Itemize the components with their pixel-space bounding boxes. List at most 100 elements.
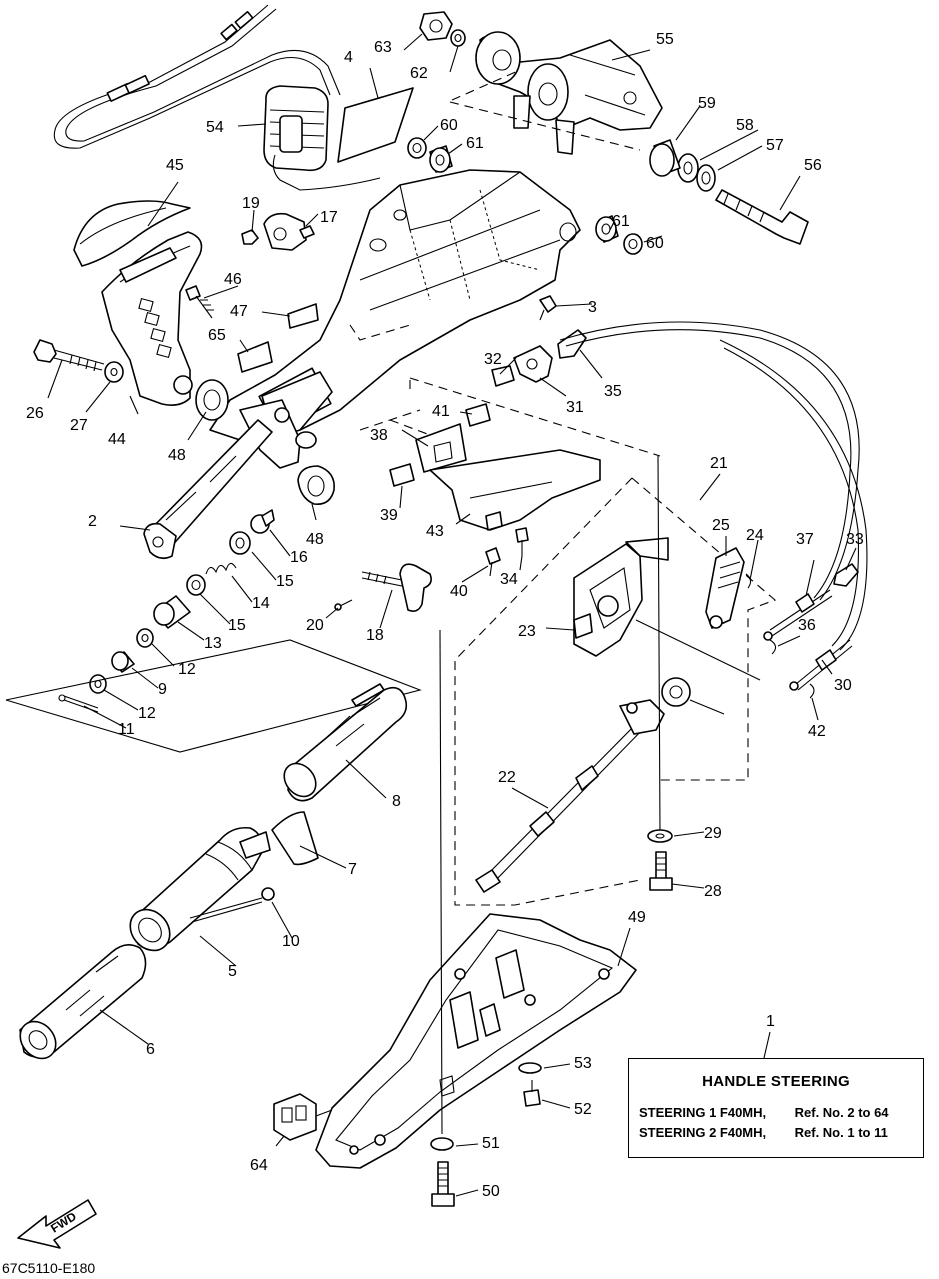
throttle-grip-housing-44 xyxy=(101,231,203,406)
callout-60a: 60 xyxy=(440,117,458,134)
grip-sleeve-8 xyxy=(283,683,408,802)
shift-cable-loop xyxy=(559,321,868,651)
legend-row-ref: Ref. No. 2 to 64 xyxy=(794,1105,889,1120)
callout-44: 44 xyxy=(108,431,126,448)
callout-49: 49 xyxy=(628,909,646,926)
callout-45: 45 xyxy=(166,157,184,174)
callout-20: 20 xyxy=(306,617,324,634)
clamp-31 xyxy=(513,345,553,383)
collar-13 xyxy=(153,595,191,629)
washer-29 xyxy=(647,829,673,843)
legend-row-label: STEERING 1 F40MH, xyxy=(639,1105,767,1120)
legend-box: HANDLE STEERING STEERING 1 F40MH, Ref. N… xyxy=(628,1058,924,1158)
callout-28: 28 xyxy=(704,883,722,900)
callout-30: 30 xyxy=(834,677,852,694)
callout-26: 26 xyxy=(26,405,44,422)
washer-60-upper xyxy=(407,137,427,159)
pin-42 xyxy=(809,683,815,699)
callout-3: 3 xyxy=(588,299,597,316)
gear-shift-link xyxy=(661,677,725,715)
throttle-grip-5 xyxy=(129,826,271,952)
callout-9: 9 xyxy=(158,681,167,698)
bolt-40 xyxy=(485,547,501,577)
bolt-50 xyxy=(431,1161,455,1207)
grommet-54 xyxy=(263,85,381,191)
callout-12a: 12 xyxy=(178,661,196,678)
washer-27 xyxy=(104,361,124,383)
cotter-pin-11 xyxy=(58,694,99,713)
callout-16: 16 xyxy=(290,549,308,566)
washer-53 xyxy=(518,1062,542,1074)
callout-27: 27 xyxy=(70,417,88,434)
callout-64: 64 xyxy=(250,1157,268,1174)
shift-lever-23 xyxy=(573,537,761,681)
callout-13: 13 xyxy=(204,635,222,652)
shift-bracket-outline xyxy=(389,377,661,457)
throttle-cable-pair xyxy=(53,4,341,149)
clip-16 xyxy=(250,509,275,534)
callout-55: 55 xyxy=(656,31,674,48)
callout-43: 43 xyxy=(426,523,444,540)
washer-57 xyxy=(696,164,716,192)
lower-case-49 xyxy=(315,913,637,1169)
clip-36 xyxy=(769,639,777,655)
callout-36: 36 xyxy=(798,617,816,634)
callout-1: 1 xyxy=(766,1013,775,1030)
callout-32: 32 xyxy=(484,351,502,368)
shift-lever-25 xyxy=(705,547,745,629)
label-47 xyxy=(287,303,319,329)
callout-52: 52 xyxy=(574,1101,592,1118)
legend-row-steering-2: STEERING 2 F40MH, Ref. No. 1 to 11 xyxy=(639,1125,888,1140)
legend-row-ref: Ref. No. 1 to 11 xyxy=(794,1125,888,1140)
callout-29: 29 xyxy=(704,825,722,842)
washer-12-upper xyxy=(136,628,154,648)
bushing-48-left xyxy=(195,379,229,421)
grommet-39 xyxy=(389,463,415,487)
collar-59 xyxy=(649,139,681,177)
callout-11: 11 xyxy=(118,721,135,738)
callout-48a: 48 xyxy=(168,447,186,464)
callout-4: 4 xyxy=(344,49,353,66)
callout-41: 41 xyxy=(432,403,450,420)
pin-24 xyxy=(745,573,752,589)
reference-line-51 xyxy=(439,629,443,1135)
callout-59: 59 xyxy=(698,95,716,112)
nut-63 xyxy=(419,11,453,41)
callout-10: 10 xyxy=(282,933,300,950)
grip-cover-6 xyxy=(19,944,147,1060)
callout-18: 18 xyxy=(366,627,384,644)
callout-61a: 61 xyxy=(466,135,484,152)
callout-8: 8 xyxy=(392,793,401,810)
callout-21: 21 xyxy=(710,455,728,472)
bolt-26 xyxy=(33,339,105,372)
bushing-9 xyxy=(111,651,135,673)
bolt-56 xyxy=(715,189,809,245)
callout-15b: 15 xyxy=(276,573,294,590)
callout-37: 37 xyxy=(796,531,814,548)
callout-50: 50 xyxy=(482,1183,500,1200)
callout-6: 6 xyxy=(146,1041,155,1058)
shift-rod-22 xyxy=(475,699,665,893)
callout-38: 38 xyxy=(370,427,388,444)
friction-knob-18 xyxy=(361,563,432,612)
cover-45 xyxy=(73,200,191,267)
clamp-17 xyxy=(263,212,315,251)
washer-15-upper xyxy=(229,531,251,555)
steering-arm-bracket xyxy=(209,169,581,469)
callout-7: 7 xyxy=(348,861,357,878)
label-65 xyxy=(237,341,273,373)
clip-33 xyxy=(833,563,859,587)
washer-51 xyxy=(430,1137,454,1151)
grommet-32 xyxy=(491,365,515,387)
legend-row-label: STEERING 2 F40MH, xyxy=(639,1125,767,1140)
washer-58 xyxy=(677,153,699,183)
callout-51: 51 xyxy=(482,1135,500,1152)
shift-assembly-21-outline xyxy=(454,477,777,906)
callout-22: 22 xyxy=(498,769,516,786)
callout-numbers: 1 2 3 4 5 6 7 8 9 10 11 12 12 13 14 15 1… xyxy=(26,31,864,1200)
drawing-code: 67C5110-E180 xyxy=(2,1260,96,1276)
callout-63: 63 xyxy=(374,39,392,56)
fwd-arrow-icon: FWD xyxy=(17,1199,97,1249)
callout-24: 24 xyxy=(746,527,764,544)
